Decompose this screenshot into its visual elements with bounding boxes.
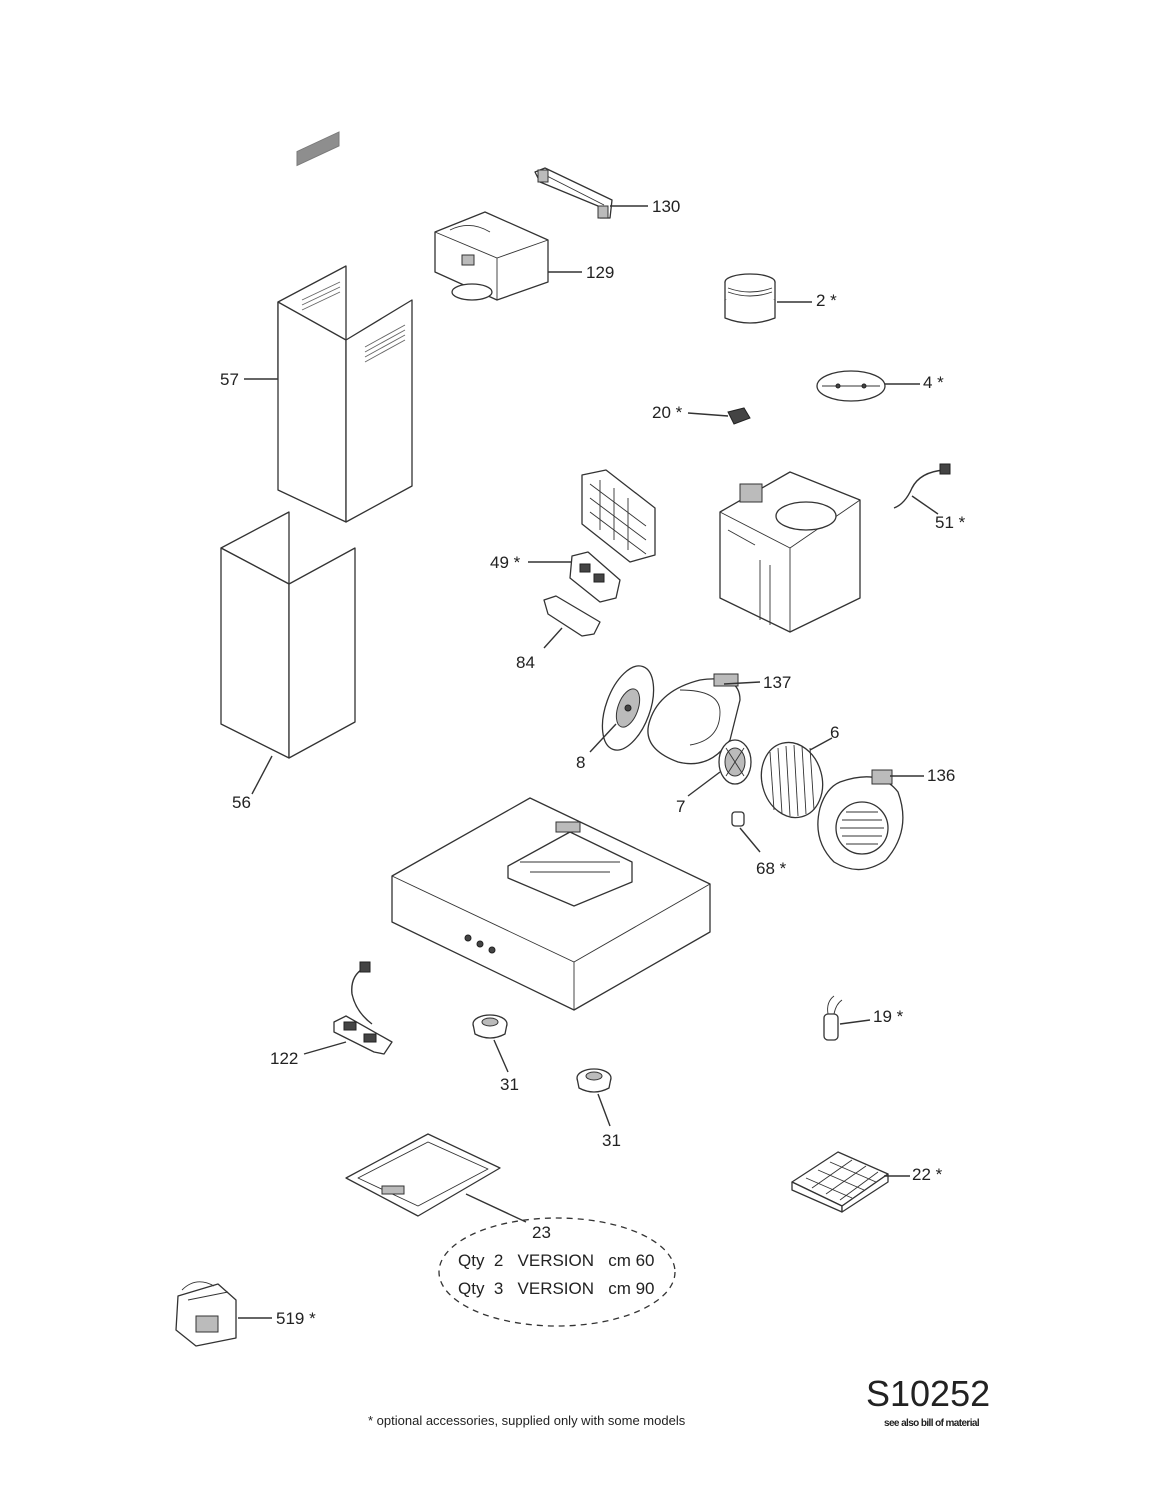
callout-8: 8 — [576, 753, 585, 772]
callout-122: 122 — [270, 1049, 298, 1068]
callout-2: 2 * — [816, 291, 837, 310]
part-19-capacitor — [823, 995, 843, 1041]
callout-6: 6 — [830, 723, 839, 742]
callout-136: 136 — [927, 766, 955, 785]
leader-31b — [597, 1093, 611, 1127]
part-20-connector — [727, 407, 751, 425]
qty-line-1: Qty 2 VERSION cm 60 — [458, 1251, 655, 1270]
leader-8 — [589, 723, 617, 753]
part-6-impeller — [760, 741, 824, 819]
leader-56 — [251, 755, 273, 795]
part-130-bracket — [534, 167, 613, 219]
callout-51: 51 * — [935, 513, 966, 532]
part-7-motor — [718, 739, 752, 785]
part-8-plate — [601, 665, 655, 751]
leader-51 — [911, 495, 939, 515]
part-129-air-box — [434, 211, 549, 301]
leader-20 — [687, 412, 729, 417]
part-4-disc — [816, 370, 886, 402]
callout-23: 23 — [532, 1223, 551, 1242]
callout-7: 7 — [676, 797, 685, 816]
part-49-control-board — [569, 469, 656, 603]
callout-4: 4 * — [923, 373, 944, 392]
footer-note: * optional accessories, supplied only wi… — [368, 1413, 686, 1428]
qty-line-2: Qty 3 VERSION cm 90 — [458, 1279, 655, 1298]
part-56-lower-chimney — [220, 511, 356, 759]
part-51-cable — [893, 463, 951, 509]
callout-31a: 31 — [500, 1075, 519, 1094]
callout-57: 57 — [220, 370, 239, 389]
part-2-collar — [724, 273, 776, 324]
callout-137: 137 — [763, 673, 791, 692]
callout-19: 19 * — [873, 1007, 904, 1026]
part-motor-housing — [719, 471, 861, 633]
callout-31b: 31 — [602, 1131, 621, 1150]
callout-22: 22 * — [912, 1165, 943, 1184]
part-23-grease-filter — [345, 1133, 501, 1217]
part-68-small-part — [731, 811, 745, 827]
part-22-carbon-filter — [791, 1151, 889, 1213]
leader-31a — [493, 1039, 509, 1073]
part-hood-body — [391, 797, 711, 1011]
part-122-switch — [333, 961, 393, 1055]
part-84-cover — [543, 595, 601, 637]
callout-49: 49 * — [490, 553, 521, 572]
part-57-upper-chimney — [277, 131, 413, 523]
leader-122 — [303, 1041, 347, 1055]
drawing-code: S10252 — [866, 1373, 990, 1414]
see-also-note: see also bill of material — [884, 1418, 980, 1429]
callout-84: 84 — [516, 653, 535, 672]
part-136-fan-housing — [817, 769, 904, 871]
callout-20: 20 * — [652, 403, 683, 422]
part-519-bag — [175, 1281, 237, 1347]
callout-129: 129 — [586, 263, 614, 282]
leader-137 — [723, 681, 761, 685]
leader-68 — [739, 827, 761, 853]
part-31-lamp-b — [576, 1068, 612, 1093]
leader-6 — [809, 737, 833, 751]
callout-130: 130 — [652, 197, 680, 216]
callout-68: 68 * — [756, 859, 787, 878]
leader-7 — [687, 771, 721, 797]
part-31-lamp-a — [472, 1014, 508, 1039]
leader-19 — [839, 1019, 871, 1025]
qty-note: Qty 2 VERSION cm 60 Qty 3 VERSION cm 90 — [438, 1217, 676, 1327]
callout-519: 519 * — [276, 1309, 316, 1328]
leader-84 — [543, 627, 563, 649]
callout-56: 56 — [232, 793, 251, 812]
leader-23 — [465, 1193, 527, 1223]
